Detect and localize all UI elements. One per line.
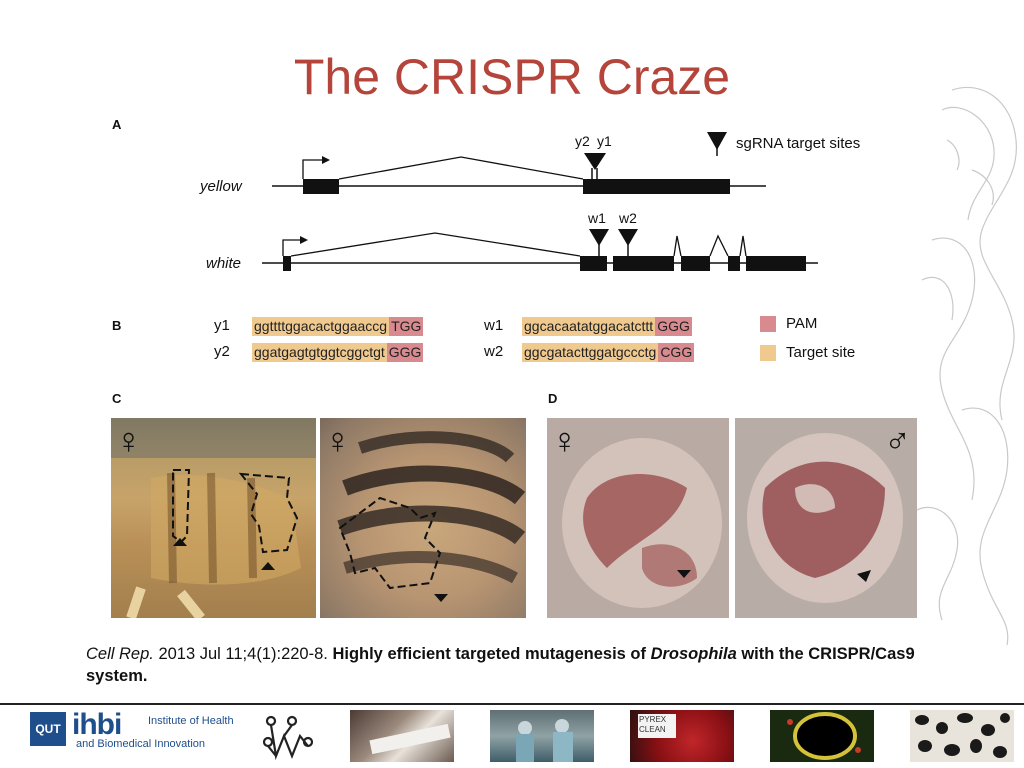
target-site-legend-swatch (760, 345, 776, 361)
pam-sequence: GGG (655, 317, 692, 336)
thumbnail-microscopy-photo (770, 710, 874, 762)
thumbnail-surgery-photo (490, 710, 594, 762)
target-site-legend-label: Target site (786, 344, 856, 361)
molecule-figure-icon (262, 715, 314, 761)
pam-sequence: TGG (389, 317, 424, 336)
target-sequence: ggcacaatatggacatcttt (522, 317, 656, 336)
clean-label: CLEAN (639, 725, 666, 734)
male-symbol-icon: ♂ (884, 420, 911, 461)
pam-legend-swatch (760, 316, 776, 332)
anatomy-sketch-decoration (916, 86, 1017, 646)
panel-label-a: A (112, 117, 122, 132)
qut-logo-text: QUT (30, 712, 66, 746)
gene-label-white: white (206, 255, 242, 272)
thumbnail-device-photo (350, 710, 454, 762)
female-symbol-icon: ♀ (551, 420, 578, 461)
citation-title-part2: with the CRISPR/Cas9 system. (86, 645, 915, 685)
seq-name-w1: w1 (484, 317, 504, 334)
fly-abdomen-photo-1: ♀ (111, 418, 316, 618)
citation-journal: Cell Rep. (86, 645, 154, 663)
target-sequence: ggttttggacactggaaccg (252, 317, 390, 336)
gene-structure-diagram (262, 132, 818, 271)
site-label-y2: y2 (575, 133, 590, 149)
ihbi-wordmark: ihbi (72, 708, 122, 741)
target-sequence: ggatgagtgtggtcggctgt (252, 343, 387, 362)
site-label-w1: w1 (588, 210, 606, 226)
seq-name-y2: y2 (214, 343, 230, 360)
pam-sequence: GGG (386, 343, 424, 362)
citation: Cell Rep. 2013 Jul 11;4(1):220-8. Highly… (86, 643, 926, 687)
pam-legend-label: PAM (786, 315, 818, 332)
fly-eye-photo-female: ♀ (547, 418, 729, 618)
citation-title-italic: Drosophila (650, 645, 737, 663)
panel-label-b: B (112, 318, 122, 333)
female-symbol-icon: ♀ (115, 420, 142, 461)
panel-label-c: C (112, 391, 122, 406)
target-sequence: ggcgatacttggatgccctg (522, 343, 659, 362)
seq-name-y1: y1 (214, 317, 230, 334)
institute-name-line2: and Biomedical Innovation (76, 738, 206, 750)
gene-label-yellow: yellow (200, 178, 242, 195)
sgrna-legend-label: sgRNA target sites (736, 135, 861, 152)
citation-details: 2013 Jul 11;4(1):220-8. (153, 645, 333, 663)
panel-label-d: D (548, 391, 558, 406)
white-gene-model (262, 229, 818, 271)
pam-sequence: CGG (658, 343, 695, 362)
fly-abdomen-photo-2: ♀ (320, 418, 526, 618)
institute-name-line1: Institute of Health (148, 715, 234, 727)
slide-title: The CRISPR Craze (293, 49, 731, 105)
fly-eye-photo-male: ♂ (735, 418, 917, 618)
thumbnail-scaffold-photo (910, 710, 1014, 762)
seq-name-w2: w2 (484, 343, 504, 360)
pyrex-label: PYREX (639, 715, 667, 724)
legend-triangle-icon (707, 132, 727, 150)
footer-divider (0, 703, 1024, 705)
citation-title-part1: Highly efficient targeted mutagenesis of (332, 645, 651, 663)
yellow-gene-model (272, 153, 766, 194)
site-label-w2: w2 (619, 210, 637, 226)
site-label-y1: y1 (597, 133, 612, 149)
female-symbol-icon: ♀ (324, 420, 351, 461)
